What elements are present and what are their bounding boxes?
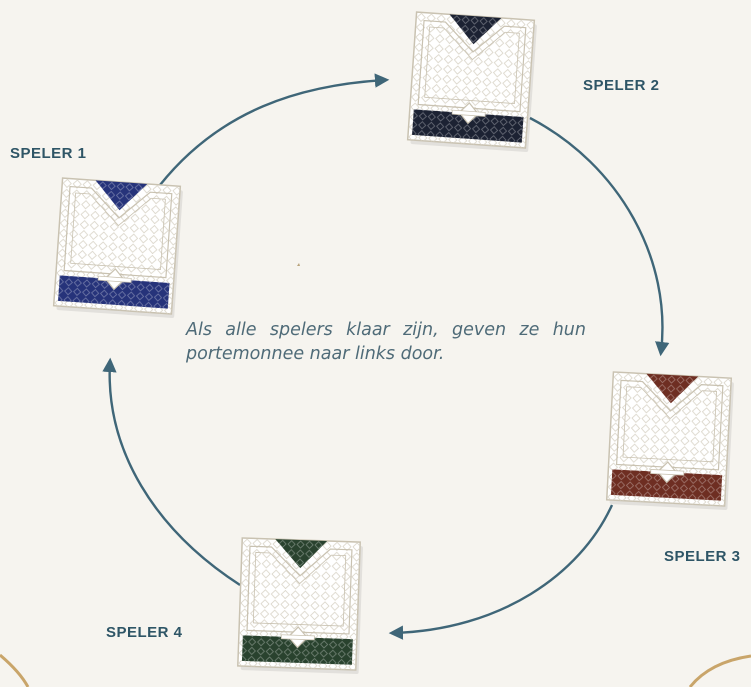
- pass-arrows: [102, 73, 670, 640]
- corner-ornament-left: [0, 653, 30, 687]
- wallet-player-4: [237, 537, 363, 675]
- arrow-4-to-1: [102, 357, 241, 587]
- arrow-1-to-2: [159, 73, 390, 186]
- corner-ornament-right: [688, 654, 751, 687]
- instruction-caption: Als alle spelers klaar zijn, geven ze hu…: [186, 320, 586, 364]
- player-4-label: SPELER 4: [106, 624, 183, 641]
- wallet-player-2: [406, 11, 537, 153]
- player-2-label: SPELER 2: [583, 77, 660, 94]
- ink-speck: [297, 263, 300, 266]
- player-1-label: SPELER 1: [10, 145, 87, 162]
- wallet-player-3: [605, 371, 734, 511]
- arrow-3-to-4: [388, 504, 614, 640]
- wallet-player-1: [52, 177, 183, 319]
- arrow-2-to-3: [529, 116, 670, 357]
- wallets-group: [52, 11, 734, 675]
- player-3-label: SPELER 3: [664, 548, 741, 565]
